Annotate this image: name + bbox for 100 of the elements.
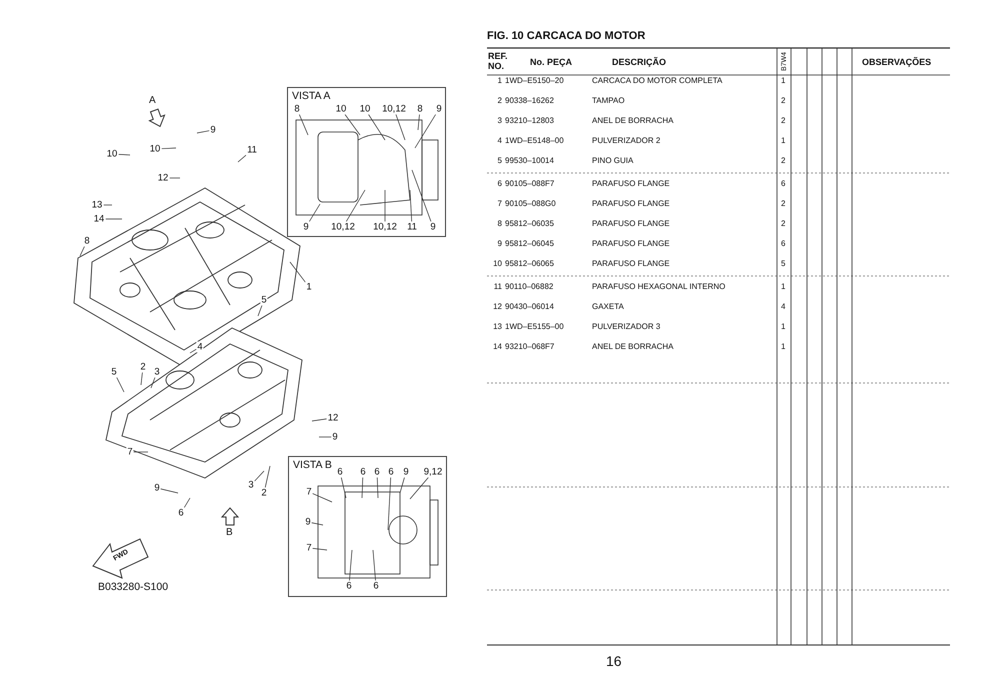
part-number: 93210–068F7 — [505, 342, 554, 352]
callout-number: 12 — [326, 412, 340, 424]
leader-line — [290, 262, 306, 283]
part-description: PINO GUIA — [592, 156, 634, 166]
leader-line — [116, 377, 124, 392]
leader-line — [372, 550, 376, 581]
callout-number: 3 — [153, 366, 161, 378]
leader-line — [362, 477, 364, 498]
quantity: 1 — [781, 136, 786, 146]
part-description: PARAFUSO FLANGE — [592, 179, 670, 189]
callout-number: 9 — [435, 104, 443, 114]
ref-number: 7 — [498, 199, 502, 209]
quantity: 2 — [781, 96, 786, 106]
quantity: 6 — [781, 239, 786, 249]
view-title: VISTA A — [292, 90, 330, 102]
leader-line — [410, 190, 412, 222]
ref-number: 9 — [498, 239, 502, 249]
leader-line — [102, 204, 112, 206]
part-number: 1WD–E5155–00 — [505, 322, 564, 332]
leader-line — [150, 377, 156, 388]
view-title: VISTA B — [293, 459, 332, 471]
callout-number: 6 — [387, 466, 395, 478]
part-number: 95812–06045 — [505, 239, 554, 249]
ref-number: 14 — [493, 342, 502, 352]
callout-number: 5 — [110, 366, 118, 378]
part-description: TAMPAO — [592, 96, 625, 106]
leader-line — [238, 154, 246, 162]
page-number: 16 — [606, 653, 622, 669]
leader-line — [346, 190, 366, 222]
leader-line — [298, 114, 308, 136]
callout-number: 13 — [90, 200, 104, 210]
leader-line — [412, 170, 432, 222]
leader-line — [80, 246, 85, 256]
part-number: 1WD–E5150–20 — [505, 76, 564, 86]
ref-number: 2 — [498, 96, 502, 106]
column-header: OBSERVAÇÕES — [862, 57, 932, 67]
callout-number: 10,12 — [330, 222, 356, 232]
part-description: PULVERIZADOR 2 — [592, 136, 660, 146]
quantity: 1 — [781, 342, 786, 352]
leader-line — [340, 477, 346, 498]
callout-number: 7 — [305, 542, 313, 554]
callout-number: 9 — [302, 222, 310, 232]
drawing-code: B033280-S100 — [98, 581, 168, 593]
callout-number: 10 — [334, 104, 348, 114]
callout-number: 6 — [177, 508, 185, 518]
quantity: 2 — [781, 199, 786, 209]
callout-number: 9 — [331, 432, 339, 442]
part-number: 1WD–E5148–00 — [505, 136, 564, 146]
leader-line — [184, 498, 190, 508]
view-frame — [288, 456, 447, 597]
callout-number: 7 — [126, 446, 134, 458]
ref-number: 1 — [498, 76, 502, 86]
leader-line — [254, 470, 264, 482]
quantity: 1 — [781, 322, 786, 332]
callout-number: 6 — [372, 580, 380, 592]
leader-line — [376, 477, 378, 498]
leader-line — [312, 418, 328, 422]
leader-line — [368, 114, 386, 140]
callout-number: 11 — [406, 222, 418, 232]
part-description: PARAFUSO FLANGE — [592, 199, 670, 209]
leader-line — [400, 477, 405, 494]
callout-number: 12 — [156, 172, 170, 184]
quantity: 1 — [781, 76, 786, 86]
leader-line — [384, 190, 386, 222]
leader-line — [196, 130, 210, 134]
part-description: CARCACA DO MOTOR COMPLETA — [592, 76, 722, 86]
quantity: 4 — [781, 302, 786, 312]
ref-number: 11 — [494, 282, 502, 292]
ref-number: 8 — [498, 219, 502, 229]
leader-line — [264, 466, 270, 488]
part-description: ANEL DE BORRACHA — [592, 342, 674, 352]
part-number: 90338–16262 — [505, 96, 554, 106]
leader-line — [140, 372, 143, 386]
part-number: 90110–06882 — [505, 282, 554, 292]
ref-number: 10 — [493, 259, 502, 269]
column-header: No. PEÇA — [530, 57, 572, 67]
part-description: PARAFUSO FLANGE — [592, 239, 670, 249]
leader-line — [309, 204, 320, 222]
leader-line — [418, 114, 420, 130]
column-header: REF. NO. — [488, 51, 509, 71]
view-frame — [287, 87, 446, 237]
callout-number: 9 — [429, 222, 437, 232]
ref-number: 3 — [498, 116, 502, 126]
quantity: 2 — [781, 156, 786, 166]
part-number: 95812–06065 — [505, 259, 554, 269]
part-description: PARAFUSO FLANGE — [592, 219, 670, 229]
callout-number: 9 — [402, 466, 410, 478]
callout-number: 6 — [345, 580, 353, 592]
quantity: 2 — [781, 116, 786, 126]
leader-line — [160, 148, 176, 150]
part-number: 90105–088G0 — [505, 199, 556, 209]
callout-number: 9 — [304, 516, 312, 528]
callout-number: 10,12 — [372, 222, 398, 232]
callout-number: 8 — [293, 104, 301, 114]
quantity: 5 — [781, 259, 786, 269]
callout-number: 10 — [148, 144, 162, 154]
callout-number: 9 — [153, 482, 161, 494]
callout-number: 7 — [305, 486, 313, 498]
callout-number: 6 — [373, 466, 381, 478]
callout-number: 11 — [246, 144, 258, 156]
